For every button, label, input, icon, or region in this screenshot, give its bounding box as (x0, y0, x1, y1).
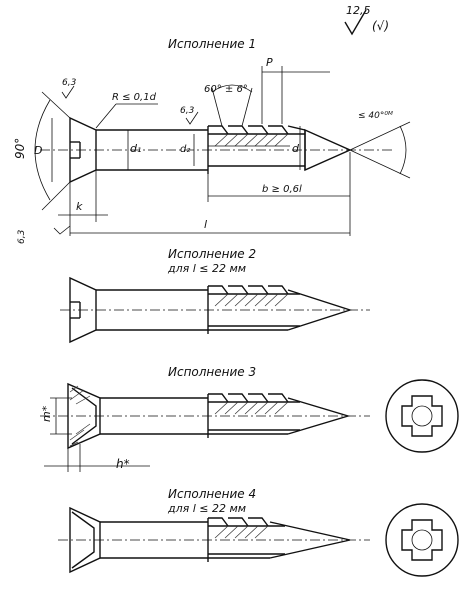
thread-diameter-label: d (292, 142, 300, 155)
body-diameter-label: d₁ (130, 142, 141, 155)
thread-hatch-4 (214, 525, 269, 539)
point-angle-label: ≤ 40°⁰ᴹ (358, 111, 393, 121)
phillips-head-top-view-3 (385, 379, 459, 453)
head-fillet-label: R ≤ 0,1d (112, 92, 157, 103)
thread-hatch-2 (214, 293, 289, 307)
roughness-symbol-main: 12,5 (√) (344, 4, 389, 36)
roughness-value: 12,5 (346, 4, 371, 17)
screw-variant-1 (40, 116, 411, 184)
roughness-a: 6,3 (62, 78, 77, 88)
screw-variant-2 (60, 276, 370, 344)
variant-4-title: Исполнение 4 (168, 487, 256, 501)
recess-offset-label: h* (116, 457, 130, 471)
head-diameter-label: D (34, 144, 42, 157)
roughness-b: 6,3 (180, 106, 195, 116)
thread-angle-label: 60° ± 6° (204, 84, 248, 95)
pitch-label: P (266, 56, 273, 69)
thread-hatch-3 (214, 401, 289, 415)
variant-1-dimensions: 90° D d₁ d₂ d R ≤ 0,1d 6,3 6,3 60° ± 6° … (13, 56, 393, 244)
variant-2-subtitle: для l ≤ 22 мм (167, 262, 246, 275)
screw-variant-3 (40, 382, 370, 450)
angle-head-label: 90° (13, 138, 27, 159)
head-height-label: k (76, 200, 83, 213)
variant-3-title: Исполнение 3 (168, 365, 256, 379)
recess-hatch-3 (69, 385, 91, 447)
thread-length-label: b ≥ 0,6l (262, 184, 302, 195)
variant-3-dimensions: m* h* (40, 397, 150, 472)
thread-hatch-1 (214, 133, 289, 147)
thread-root-diameter-label: d₂ (180, 144, 190, 155)
variant-4-subtitle: для l ≤ 22 мм (167, 502, 246, 515)
variant-1-title: Исполнение 1 (168, 37, 256, 51)
roughness-bracket: (√) (372, 19, 389, 33)
length-label: l (204, 218, 207, 231)
screw-variant-4 (58, 506, 370, 574)
phillips-head-top-view-4 (385, 503, 459, 577)
roughness-c: 6,3 (17, 229, 27, 244)
variant-2-title: Исполнение 2 (168, 247, 256, 261)
recess-depth-label: m* (40, 405, 53, 422)
